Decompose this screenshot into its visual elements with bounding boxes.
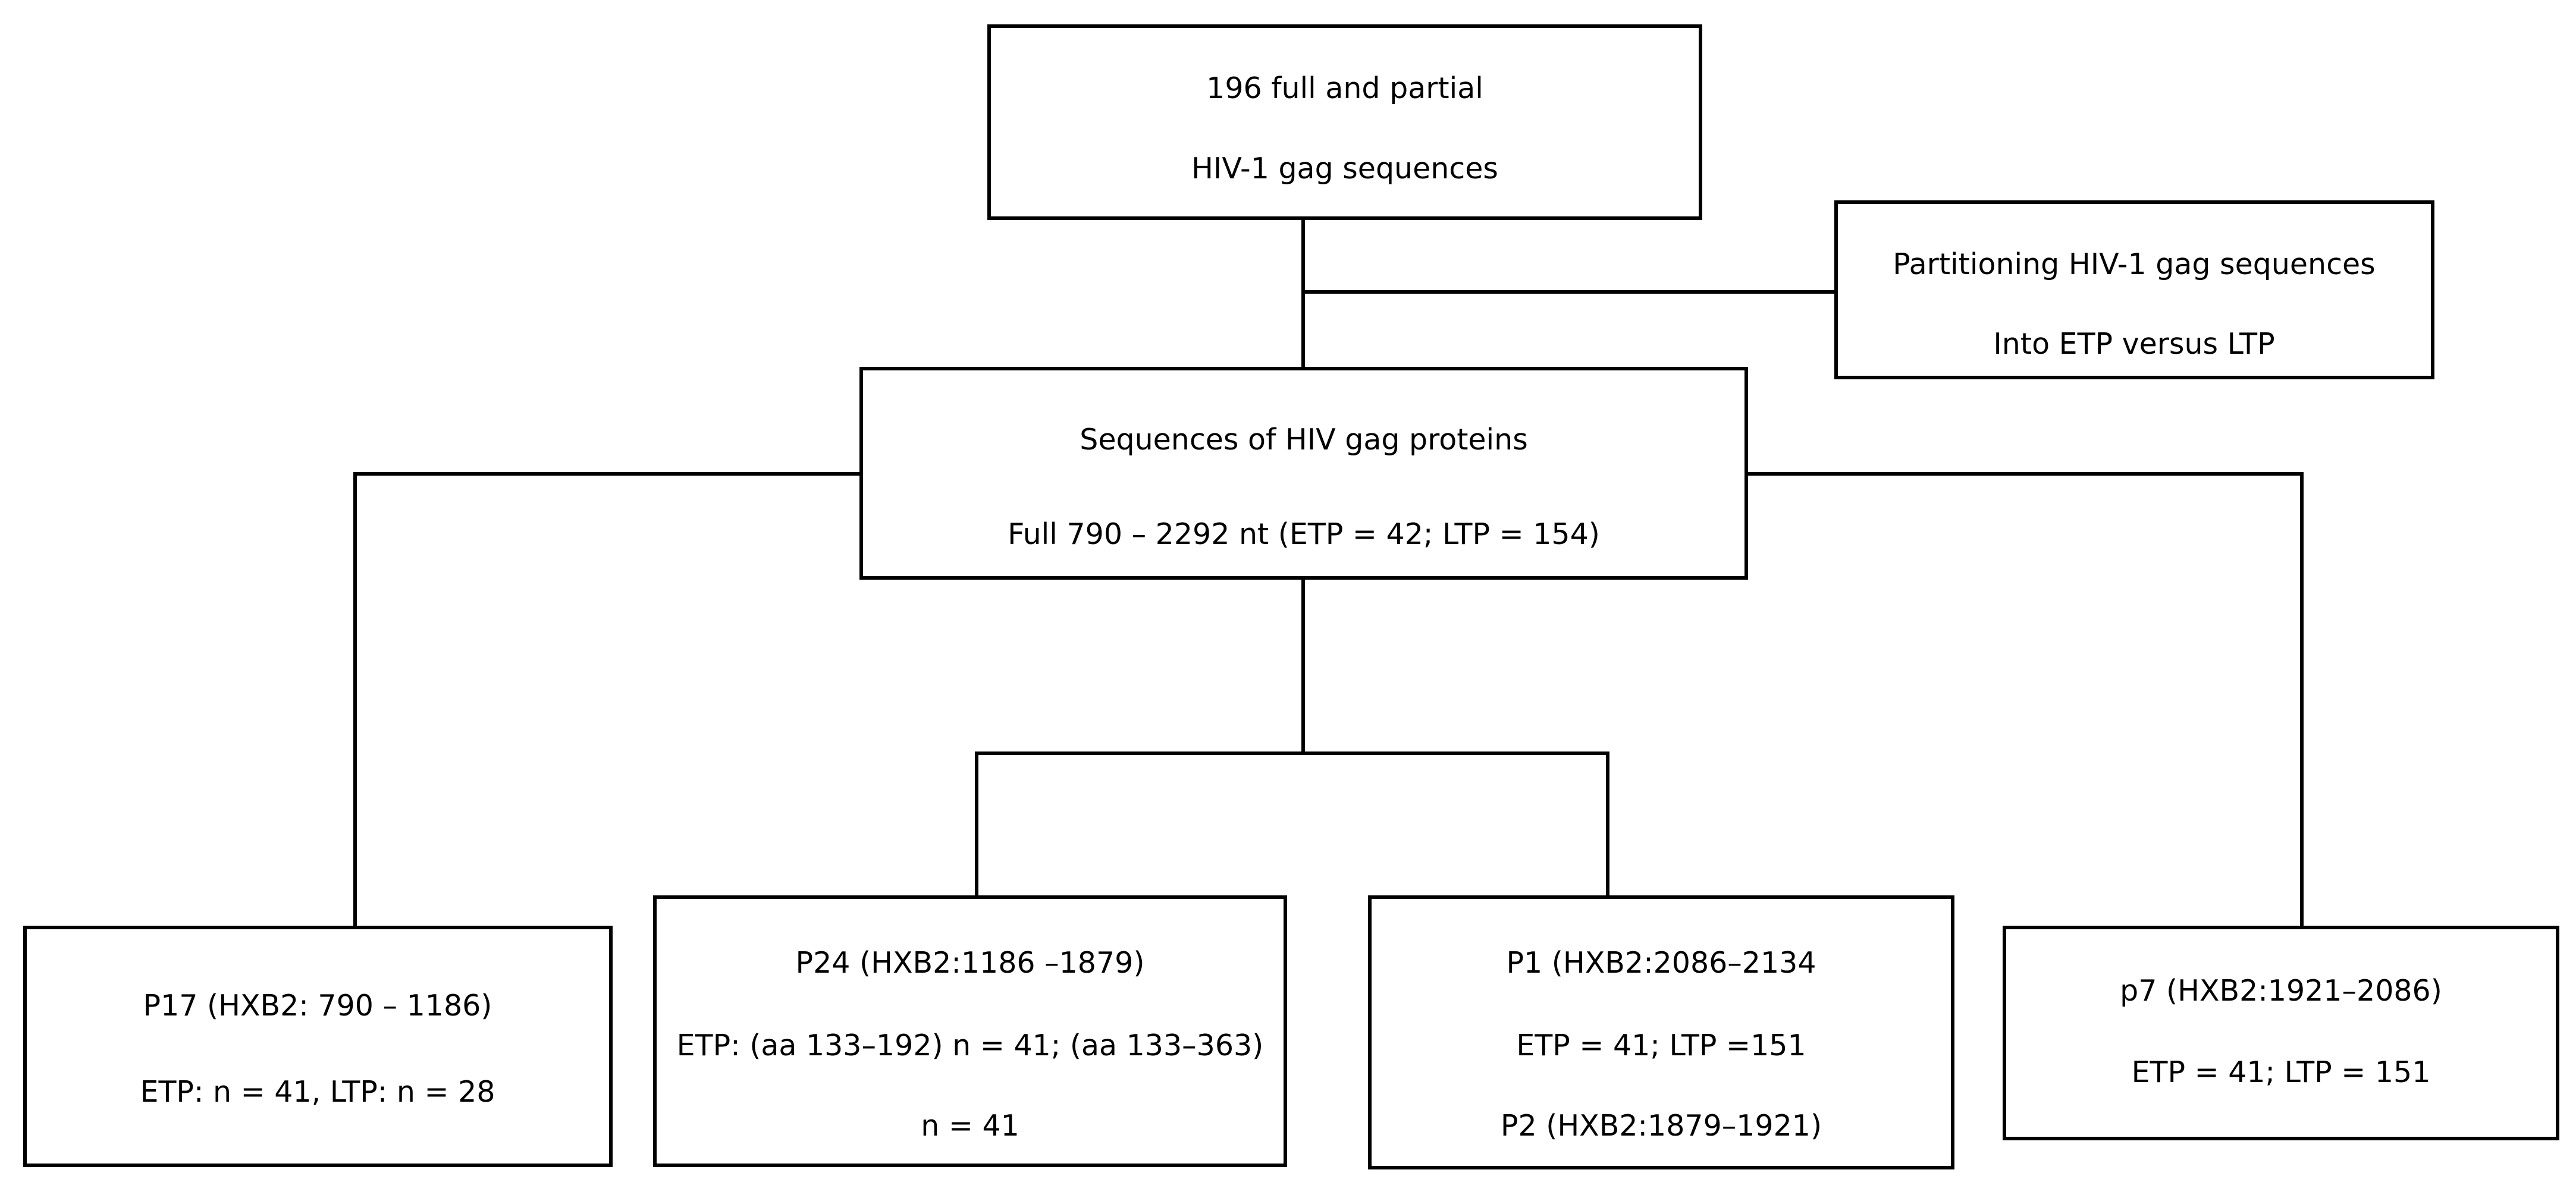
p1-box: P1 (HXB2:2086–2134 ETP = 41; LTP =151 P2…	[1368, 895, 1954, 1169]
connector-middle-to-p7	[1746, 472, 2304, 927]
top-box: 196 full and partial HIV-1 gag sequences	[987, 24, 1702, 220]
connectors	[353, 218, 2304, 927]
p1-box-line-1: P1 (HXB2:2086–2134	[1506, 946, 1816, 980]
p24-box: P24 (HXB2:1186 –1879) ETP: (aa 133–192) …	[653, 895, 1287, 1167]
p17-box-line-2: ETP: n = 41, LTP: n = 28	[140, 1075, 495, 1109]
p17-box: P17 (HXB2: 790 – 1186) ETP: n = 41, LTP:…	[23, 926, 613, 1167]
connector-middle-to-p17	[353, 472, 861, 927]
p7-box-line-2: ETP = 41; LTP = 151	[2132, 1055, 2431, 1089]
middle-box-line-2: Full 790 – 2292 nt (ETP = 42; LTP = 154)	[1008, 517, 1600, 551]
p7-box-line-1: p7 (HXB2:1921–2086)	[2120, 974, 2442, 1008]
side-box-line-1: Partitioning HIV-1 gag sequences	[1893, 247, 2375, 281]
top-box-line-1: 196 full and partial	[1206, 71, 1483, 105]
p24-box-line-2: ETP: (aa 133–192) n = 41; (aa 133–363)	[677, 1029, 1264, 1062]
p17-box-line-1: P17 (HXB2: 790 – 1186)	[143, 989, 492, 1023]
p7-box: p7 (HXB2:1921–2086) ETP = 41; LTP = 151	[2003, 926, 2559, 1140]
middle-box: Sequences of HIV gag proteins Full 790 –…	[859, 367, 1748, 580]
middle-box-line-1: Sequences of HIV gag proteins	[1080, 423, 1528, 457]
top-box-line-2: HIV-1 gag sequences	[1191, 152, 1498, 185]
side-box: Partitioning HIV-1 gag sequences Into ET…	[1834, 200, 2434, 379]
connector-to-p24-p1-bracket	[975, 751, 1609, 897]
side-box-line-2: Into ETP versus LTP	[1993, 327, 2274, 361]
p1-box-line-3: P2 (HXB2:1879–1921)	[1501, 1109, 1822, 1143]
p1-box-line-2: ETP = 41; LTP =151	[1516, 1029, 1806, 1062]
p24-box-line-1: P24 (HXB2:1186 –1879)	[796, 946, 1145, 980]
p24-box-line-3: n = 41	[921, 1109, 1019, 1143]
